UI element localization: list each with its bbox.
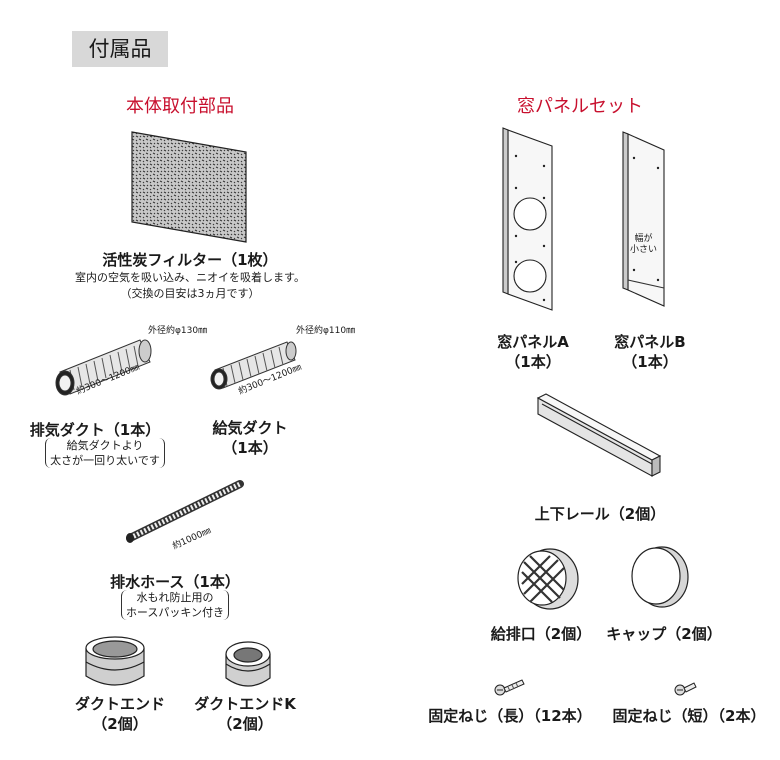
rail-illustration [536,393,662,477]
duct-end-label: ダクトエンド [74,695,165,713]
intake-duct-label: 給気ダクト [212,419,288,437]
vent-illustration [517,548,579,610]
duct-end-k-illustration [225,641,271,687]
window-panel-b-qty: （1本） [622,353,678,371]
exhaust-duct-note-2: 太さが一回り太いです [50,454,160,467]
filter-desc: 室内の空気を吸い込み、ニオイを吸着します。 [75,271,305,284]
screw-short-label: 固定ねじ（短）（2本） [612,707,766,725]
section-title-window-panel-set: 窓パネルセット [517,96,643,117]
cap-illustration [631,546,689,608]
filter-label: 活性炭フィルター（1枚） [102,251,278,269]
intake-duct-illustration [210,341,297,390]
filter-illustration [131,131,247,243]
page-title: 付属品 [72,31,168,67]
vent-label: 給排口（2個） [490,625,592,643]
duct-end-k-qty: （2個） [217,715,273,733]
duct-end-illustration [85,636,145,686]
drain-hose-note-1: 水もれ防止用の [136,591,214,604]
exhaust-duct-note-1: 給気ダクトより [66,439,144,452]
window-panel-a-qty: （1本） [505,353,561,371]
rail-label: 上下レール（2個） [534,505,666,523]
section-title-body-parts: 本体取付部品 [126,96,234,117]
exhaust-duct-diameter: 外径約φ130㎜ [148,326,208,336]
filter-note: （交換の目安は3ヵ月です） [120,287,260,300]
window-panel-b-note-1: 幅が [634,234,653,244]
intake-duct-qty: （1本） [222,439,278,457]
intake-duct-diameter: 外径約φ110㎜ [296,326,356,336]
drain-hose-illustration [126,480,244,543]
drain-hose-note-2: ホースパッキン付き [125,606,225,619]
window-panel-a-illustration [502,127,553,311]
exhaust-duct-illustration [55,339,152,396]
duct-end-qty: （2個） [92,715,148,733]
screw-long-label: 固定ねじ（長）（12本） [428,707,592,725]
window-panel-b-note-2: 小さい [630,245,658,255]
duct-end-k-label: ダクトエンドK [194,695,296,713]
drain-hose-label: 排水ホース（1本） [110,573,240,591]
screw-short-illustration [674,682,697,696]
screw-long-illustration [494,679,525,696]
window-panel-b-illustration [622,131,665,307]
cap-label: キャップ（2個） [606,625,722,643]
window-panel-a-label: 窓パネルA [497,333,569,351]
window-panel-b-label: 窓パネルB [614,333,686,351]
exhaust-duct-label: 排気ダクト（1本） [29,421,161,439]
